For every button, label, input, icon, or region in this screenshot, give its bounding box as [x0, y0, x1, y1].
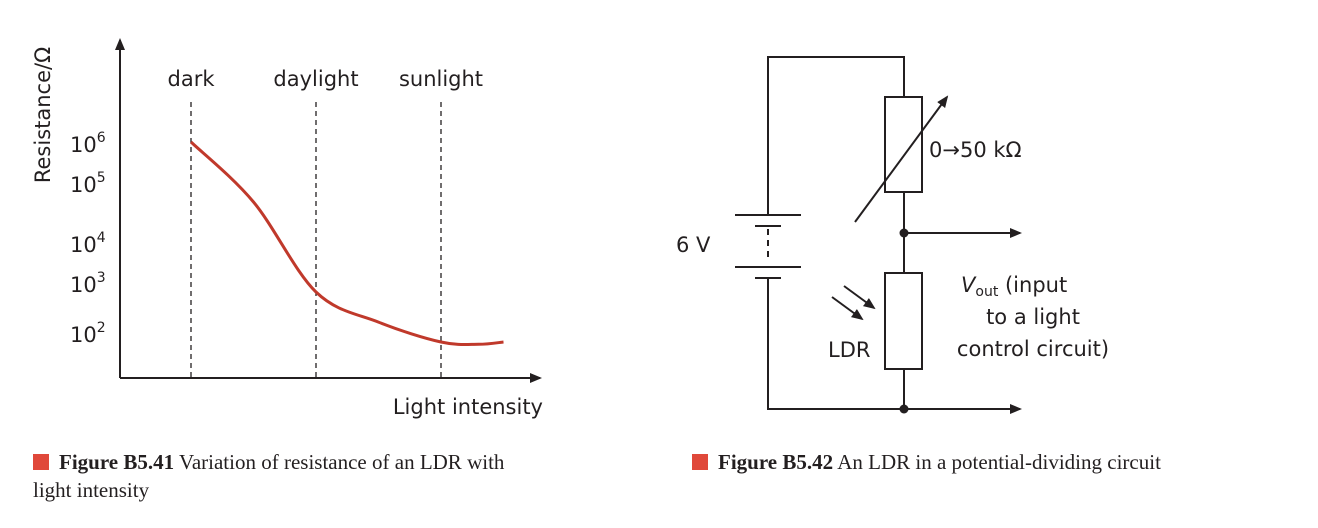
marker-label-daylight: daylight: [273, 67, 358, 91]
light-arrow-icon: [843, 285, 876, 310]
x-axis-label: Light intensity: [393, 395, 543, 419]
variable-resistor-label: 0→50 kΩ: [929, 138, 1022, 162]
junction-dot: [899, 228, 909, 238]
vout-label-line3: control circuit): [957, 337, 1109, 361]
caption-figure-label: Figure B5.41: [59, 450, 175, 474]
figure-b5-42-caption: Figure B5.42 An LDR in a potential-divid…: [692, 448, 1312, 476]
y-tick-label: 106: [70, 130, 106, 157]
caption-text: Variation of resistance of an LDR with: [174, 450, 505, 474]
y-tick-label: 103: [70, 270, 106, 297]
ldr-resistor: [884, 272, 923, 370]
junction-dot: [899, 404, 909, 414]
y-tick-label: 105: [70, 170, 106, 197]
potential-divider-circuit: [735, 56, 1022, 414]
ldr-resistance-graph: dark daylight sunlight Resistance/Ω 106 …: [31, 38, 543, 419]
y-axis-label: Resistance/Ω: [31, 47, 55, 183]
caption-marker-icon: [692, 454, 708, 470]
vout-label-line2: to a light: [986, 305, 1080, 329]
caption-text-line2: light intensity: [33, 478, 150, 502]
marker-label-dark: dark: [168, 67, 216, 91]
top-wire: [767, 56, 905, 215]
caption-text: An LDR in a potential-dividing circuit: [833, 450, 1161, 474]
y-tick-label: 104: [70, 230, 106, 257]
caption-marker-icon: [33, 454, 49, 470]
caption-figure-label: Figure B5.42: [718, 450, 834, 474]
vout-label-line1: Vout (input: [961, 273, 1067, 300]
variable-resistor: [884, 96, 923, 193]
marker-label-sunlight: sunlight: [399, 67, 483, 91]
light-arrow-icon: [831, 296, 864, 321]
ldr-label: LDR: [828, 338, 870, 362]
y-tick-label: 102: [70, 320, 106, 347]
battery-label: 6 V: [676, 233, 711, 257]
variable-resistor-arrow: [854, 95, 949, 223]
bottom-wire: [767, 278, 904, 410]
resistance-curve: [189, 140, 504, 347]
figure-b5-41-caption: Figure B5.41 Variation of resistance of …: [33, 448, 673, 504]
